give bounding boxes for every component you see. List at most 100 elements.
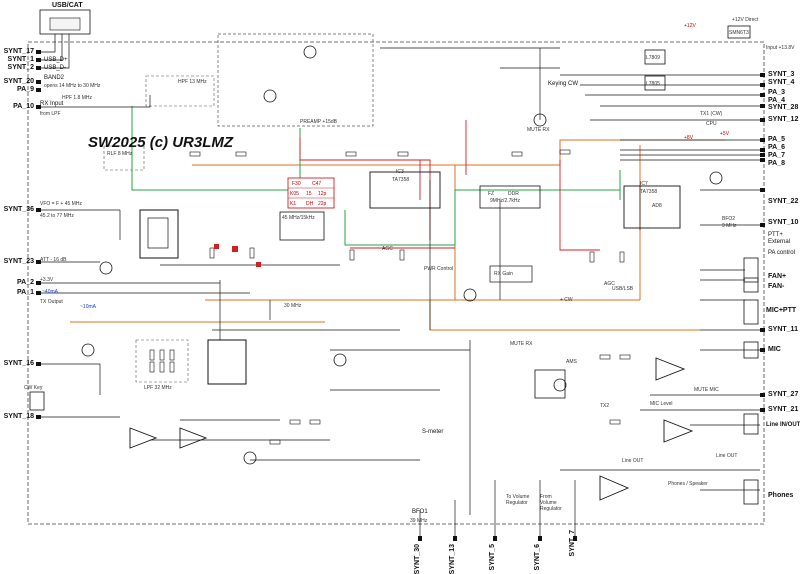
passive-components xyxy=(149,149,631,445)
usb-cat-block xyxy=(39,9,91,35)
v8-label: +8V xyxy=(684,135,694,141)
transistor-q15 xyxy=(463,288,477,302)
hpf-note-label: opens 14 MHz to 30 MHz xyxy=(44,83,101,89)
usb-dp-label: USB_D+ xyxy=(44,57,68,63)
cpu-label: CPU xyxy=(706,121,717,127)
mute-rx-top-label: MUTE RX xyxy=(527,127,550,133)
transistor-q21 xyxy=(709,171,723,185)
pin-phones: Phones xyxy=(768,492,794,499)
signal-path xyxy=(131,106,621,246)
ic3-part-label: TA7358 xyxy=(392,177,410,183)
v33-label: +3.3V xyxy=(40,277,54,283)
smn-box xyxy=(727,25,751,39)
ad-label: AD8 xyxy=(652,203,662,209)
red-table-r3-c: 22p xyxy=(318,201,327,207)
pwr-control-label: PWR Control xyxy=(424,266,454,272)
i40-label: ~40mA xyxy=(42,289,58,295)
v12-label: +12V xyxy=(684,23,696,29)
usb-cat-label: USB/CAT xyxy=(52,2,83,9)
filter-khz-label: 9MHz/2.7kHz xyxy=(490,198,521,204)
pin-synt-4: SYNT_4 xyxy=(768,79,795,86)
bfo2-freq-label: 9 MHz xyxy=(722,223,737,229)
reg-l7809 xyxy=(644,49,666,65)
pin-pa-3: PA_3 xyxy=(768,89,785,96)
s-meter-label: S-meter xyxy=(422,429,444,435)
pin-pa-6: PA_6 xyxy=(768,144,785,151)
pin-synt-20: SYNT_20 xyxy=(3,78,34,85)
pin-synt-1: SYNT_1 xyxy=(7,56,34,63)
bfo2-label: BFO2 xyxy=(722,216,736,222)
filter-box xyxy=(479,185,541,209)
red-table-r1-a: F30 xyxy=(292,181,301,187)
pin-synt-3: SYNT_3 xyxy=(768,71,795,78)
tx2-label: TX2 xyxy=(600,403,610,409)
bridge-mod xyxy=(534,369,566,399)
bfo1-freq-label: 39 MHz xyxy=(410,518,428,524)
smn-label: SMN6T3 xyxy=(729,30,749,36)
ic3-box xyxy=(369,171,441,209)
red-table-r2-c: 12p xyxy=(318,191,327,197)
tx1-cw-label: TX1 (CW) xyxy=(700,111,723,117)
pin-fan-plus: FAN+ xyxy=(768,273,787,280)
opamp-agc xyxy=(129,427,158,449)
transistor-q3 xyxy=(81,343,95,357)
bfo1-label: BFO1 xyxy=(412,509,428,515)
f30-label: 30 MHz xyxy=(284,303,302,309)
schematic-title: SW2025 (c) UR3LMZ xyxy=(88,134,234,151)
to-volume-label: To Volume Regulator xyxy=(506,494,530,506)
pin-pa-7: PA_7 xyxy=(768,152,785,159)
jack-line xyxy=(743,413,759,435)
ic3-label: IC3 xyxy=(396,169,404,175)
pin-synt-36: SYNT_36 xyxy=(3,206,34,213)
pin-synt-23: SYNT_23 xyxy=(3,258,34,265)
pin-pa-2: PA_2 xyxy=(17,279,34,286)
mixer-1-core xyxy=(147,217,169,249)
pin-pa-1: PA_1 xyxy=(17,289,34,296)
pin-pa-9: PA_9 xyxy=(17,86,34,93)
pin-synt-6: SYNT_6 xyxy=(534,544,541,571)
transistor-q1 xyxy=(263,89,277,103)
red-table xyxy=(287,177,335,209)
cw-key-label: CW Key xyxy=(24,385,43,391)
att-label: ATT - 16 dB xyxy=(40,257,67,263)
input-label: Input +13.8V xyxy=(766,45,795,51)
line-out-label-2: Line OUT xyxy=(716,453,738,459)
jack-phones xyxy=(743,479,759,505)
transistor-q11 xyxy=(303,45,317,59)
mixer-2 xyxy=(207,339,247,385)
pin-pa-5: PA_5 xyxy=(768,136,785,143)
pin-synt-22: SYNT_22 xyxy=(768,198,799,205)
transistor-q20 xyxy=(243,451,257,465)
from-volume-label: From Volume Regulator xyxy=(540,494,562,512)
l7809-label: L7809 xyxy=(646,55,660,61)
xtal-filter xyxy=(279,211,325,241)
pin-synt-27: SYNT_27 xyxy=(768,391,799,398)
v5-label: +5V xyxy=(720,131,730,137)
i10-label: ~10mA xyxy=(80,304,96,310)
jack-ptt xyxy=(743,257,759,283)
preamp-label: PREAMP +15dB xyxy=(300,119,338,125)
agc-label-1: AGC xyxy=(382,246,393,252)
opamp-line xyxy=(663,419,694,443)
rlf-label: RLF 8 MHz xyxy=(107,151,133,157)
reg-l7805 xyxy=(644,75,666,91)
keying-cw-label: Keying CW xyxy=(548,81,579,87)
bottom-pin-markers xyxy=(418,536,577,541)
opamp-audio xyxy=(599,475,630,501)
pin-pa-10: PA_10 xyxy=(13,103,34,110)
red-table-r1-b: C47 xyxy=(312,181,322,187)
usb-dm-label: USB_D- xyxy=(44,65,67,71)
pin-synt-12: SYNT_12 xyxy=(768,116,799,123)
from-lpf-label: from LPF xyxy=(40,111,61,117)
phones-speaker-label: Phones / Speaker xyxy=(668,481,708,487)
jack-cw-key xyxy=(29,391,45,411)
pin-synt-10: SYNT_10 xyxy=(768,219,799,226)
red-table-r2-a: K05 xyxy=(290,191,299,197)
pin-synt-2: SYNT_2 xyxy=(7,64,34,71)
l7805-label: L7805 xyxy=(646,81,660,87)
pin-synt-13: SYNT_13 xyxy=(449,544,456,574)
hpf13-label: HPF 13 MHz xyxy=(178,79,207,85)
lpf32-label: LPF 32 MHz xyxy=(144,385,172,391)
pin-synt-7: SYNT_7 xyxy=(569,530,576,557)
usb-wires xyxy=(40,34,70,69)
